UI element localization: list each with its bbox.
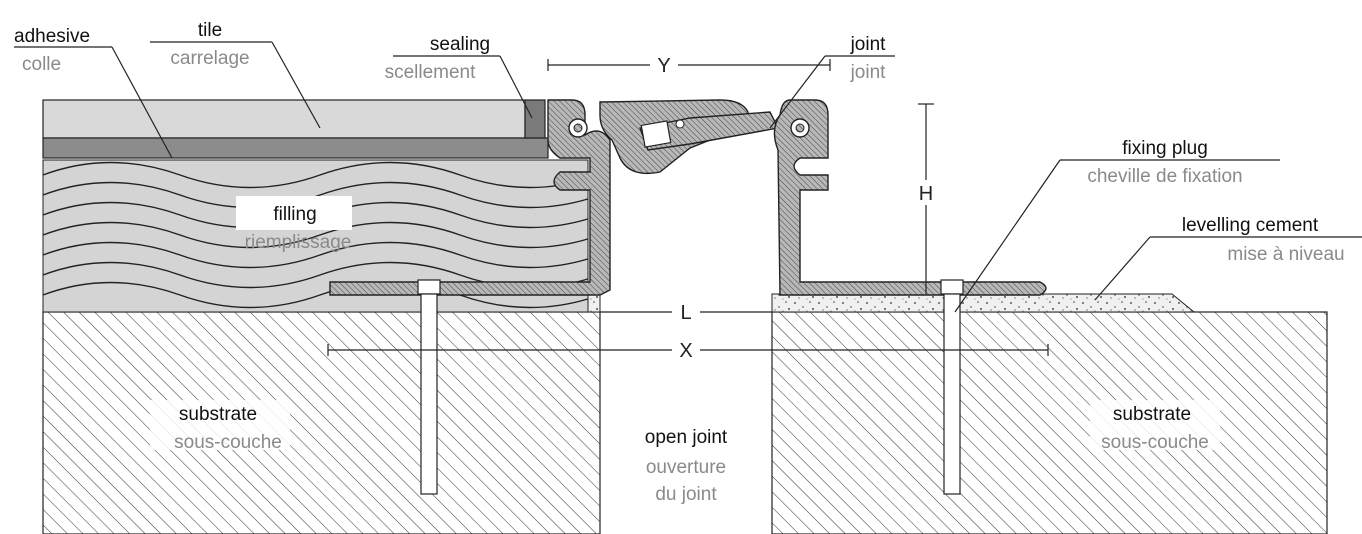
tile-layer [42,99,526,139]
levelling-cement-right [771,293,1196,313]
label-levelling-cement-en: levelling cement [1182,215,1319,236]
label-fixing-plug-en: fixing plug [1122,138,1208,159]
label-tile-fr: carrelage [170,48,249,69]
label-sealing-fr: scellement [385,62,477,83]
fixing-plug-right [940,279,964,495]
label-tile-en: tile [198,20,222,41]
dim-h-label: H [919,183,933,205]
dimension-x: X [327,340,1049,362]
label-substrate-right-en: substrate [1113,404,1191,425]
label-leaders [14,41,1362,313]
right-profile [773,99,1047,296]
label-joint-en: joint [850,34,887,55]
label-filling-fr: riemplissage [245,232,352,253]
label-levelling-cement-fr: mise à niveau [1227,244,1344,265]
dim-x-label: X [679,340,692,362]
label-adhesive-en: adhesive [14,26,90,47]
label-substrate-left-en: substrate [179,404,257,425]
dimension-h: H [918,103,934,294]
label-open-joint-fr2: du joint [655,484,717,505]
substrate-right [771,311,1328,534]
label-sealing-en: sealing [430,34,490,55]
label-open-joint-en: open joint [645,427,728,448]
adhesive-layer [42,137,549,159]
label-substrate-right-fr: sous-couche [1101,432,1209,453]
label-filling-en: filling [273,204,316,225]
label-open-joint-fr1: ouverture [646,457,726,478]
label-joint-fr: joint [850,62,887,83]
joint-insert-slot [640,120,672,148]
label-adhesive-fr: colle [22,54,61,75]
dimension-y: Y [547,55,831,77]
sealing-strip [524,99,546,139]
dim-y-label: Y [657,55,670,77]
dim-l-label: L [680,302,691,324]
dimension-l: L [600,302,772,324]
substrate-left [42,311,601,534]
label-substrate-left-fr: sous-couche [174,432,282,453]
fixing-plug-left [417,279,441,495]
label-fixing-plug-fr: cheville de fixation [1087,166,1242,187]
